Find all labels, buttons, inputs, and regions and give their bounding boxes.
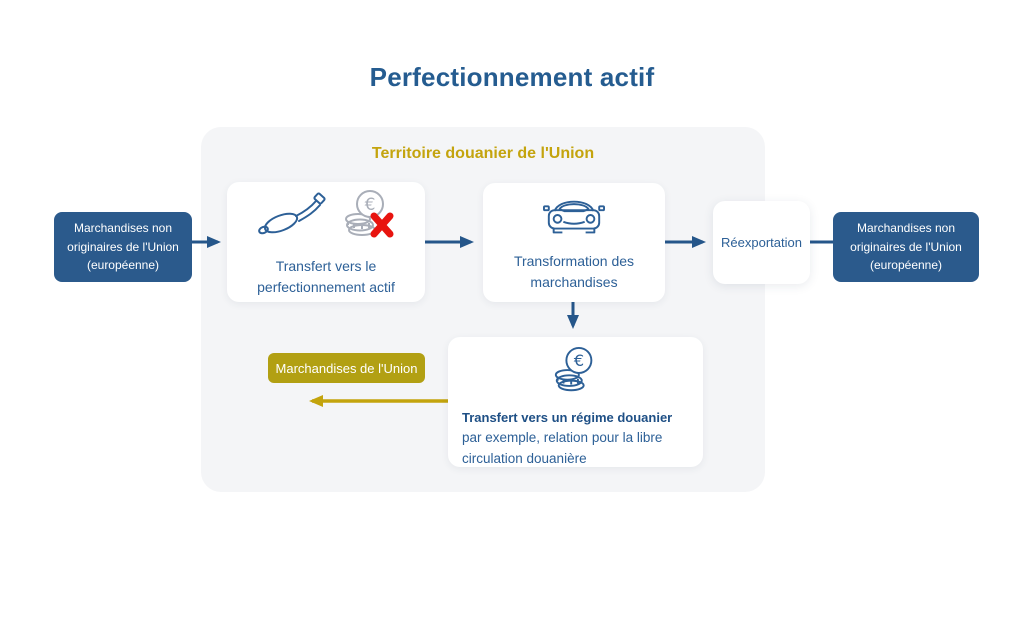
svg-text:€: € <box>573 351 583 370</box>
transformation-label: Transformation des marchandises <box>513 253 635 290</box>
svg-text:€: € <box>365 195 376 215</box>
customs-regime-box: € Transfert vers un régime douanier par … <box>448 337 703 467</box>
reexport-box: Réexportation <box>713 201 810 284</box>
page-title: Perfectionnement actif <box>369 62 655 92</box>
exhaust-pipe-icon <box>256 190 330 245</box>
non-union-goods-output-label: Marchandises non originaires de l'Union … <box>850 221 962 273</box>
non-union-goods-input-label: Marchandises non originaires de l'Union … <box>67 221 179 273</box>
euro-coins-icon: € <box>551 345 601 402</box>
union-goods-label: Marchandises de l'Union <box>275 360 418 376</box>
non-union-goods-input-box: Marchandises non originaires de l'Union … <box>54 212 192 282</box>
reexport-label: Réexportation <box>721 235 802 250</box>
car-front-icon <box>543 192 605 243</box>
transformation-step-box: Transformation des marchandises <box>483 183 665 302</box>
transfer-active-icons: € <box>256 187 396 248</box>
customs-territory-label: Territoire douanier de l'Union <box>371 145 595 162</box>
transfer-active-step-box: € Transfert vers le perfectionnement act… <box>227 182 425 302</box>
transfer-active-label: Transfert vers le perfectionnement actif <box>257 257 395 295</box>
customs-regime-description: par exemple, relation pour la libre circ… <box>462 430 663 467</box>
customs-regime-texts: Transfert vers un régime douanier par ex… <box>462 408 689 470</box>
non-union-goods-output-box: Marchandises non originaires de l'Union … <box>833 212 979 282</box>
euro-coins-no-duty-icon: € <box>340 187 396 248</box>
union-goods-box: Marchandises de l'Union <box>268 353 425 383</box>
customs-regime-title: Transfert vers un régime douanier <box>462 410 673 425</box>
